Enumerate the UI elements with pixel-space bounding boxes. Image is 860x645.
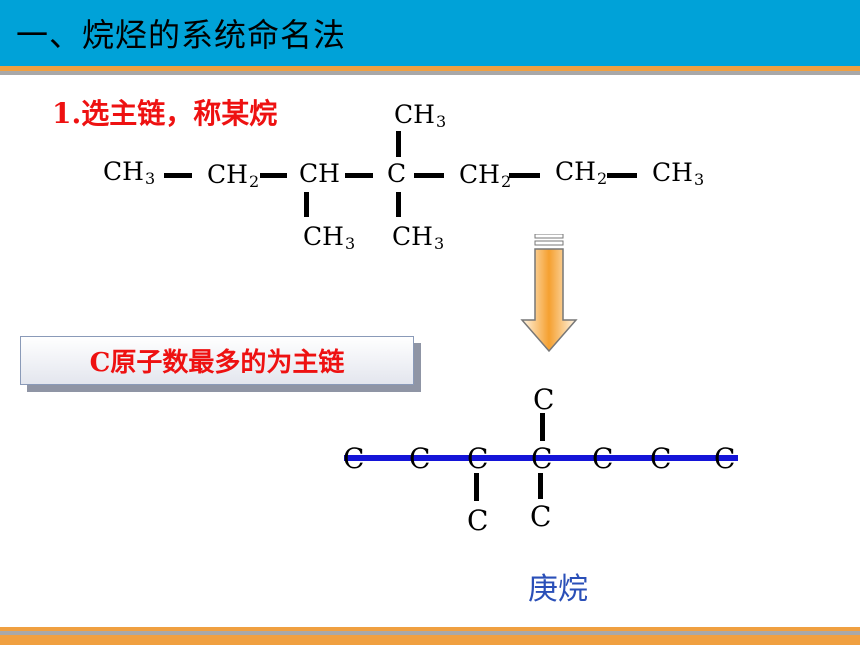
header-bar: 一、烷烃的系统命名法	[0, 0, 860, 66]
skeleton-carbon: C	[343, 442, 365, 475]
formula-group-bottom-1: CH3	[303, 222, 356, 253]
bond	[396, 192, 401, 217]
bond	[538, 473, 543, 499]
bond	[540, 413, 545, 441]
bond	[164, 173, 192, 178]
formula-group-7: CH3	[652, 158, 705, 189]
bond	[414, 173, 444, 178]
bond	[260, 173, 287, 178]
header-stripe-orange	[0, 66, 860, 71]
skeleton-carbon: C	[409, 442, 431, 475]
page-title: 一、烷烃的系统命名法	[16, 16, 347, 54]
main-chain-rule-callout: C原子数最多的为主链	[20, 336, 414, 385]
formula-group-4: C	[387, 159, 407, 188]
callout-text: C原子数最多的为主链	[89, 348, 345, 378]
skeleton-carbon: C	[714, 442, 736, 475]
bond	[474, 473, 479, 501]
bond	[396, 131, 401, 157]
skeleton-carbon: C	[592, 442, 614, 475]
formula-group-5: CH2	[459, 160, 512, 191]
formula-group-bottom-2: CH3	[392, 222, 445, 253]
alkane-name: 庚烷	[528, 572, 588, 607]
step-title: 1.选主链，称某烷	[52, 97, 278, 130]
formula-group-1: CH3	[103, 157, 156, 188]
formula-group-6: CH2	[555, 157, 608, 188]
skeleton-carbon-bottom-1: C	[467, 504, 489, 537]
bond	[345, 173, 373, 178]
formula-group-top: CH3	[394, 100, 447, 131]
skeleton-carbon: C	[650, 442, 672, 475]
header-stripe-gray	[0, 71, 860, 75]
down-arrow-icon	[520, 234, 578, 353]
formula-group-2: CH2	[207, 160, 260, 191]
skeleton-carbon-bottom-2: C	[530, 500, 552, 533]
footer-stripe-orange-top	[0, 627, 860, 631]
skeleton-carbon: C	[531, 442, 553, 475]
bond	[509, 173, 540, 178]
skeleton-carbon: C	[467, 442, 489, 475]
footer-stripe-orange-bottom	[0, 635, 860, 645]
footer-stripe-gray	[0, 631, 860, 635]
main-chain-highlight	[344, 455, 738, 461]
bond	[304, 192, 309, 217]
skeleton-carbon-top: C	[533, 383, 555, 416]
bond	[607, 173, 637, 178]
formula-group-3: CH	[299, 159, 340, 188]
